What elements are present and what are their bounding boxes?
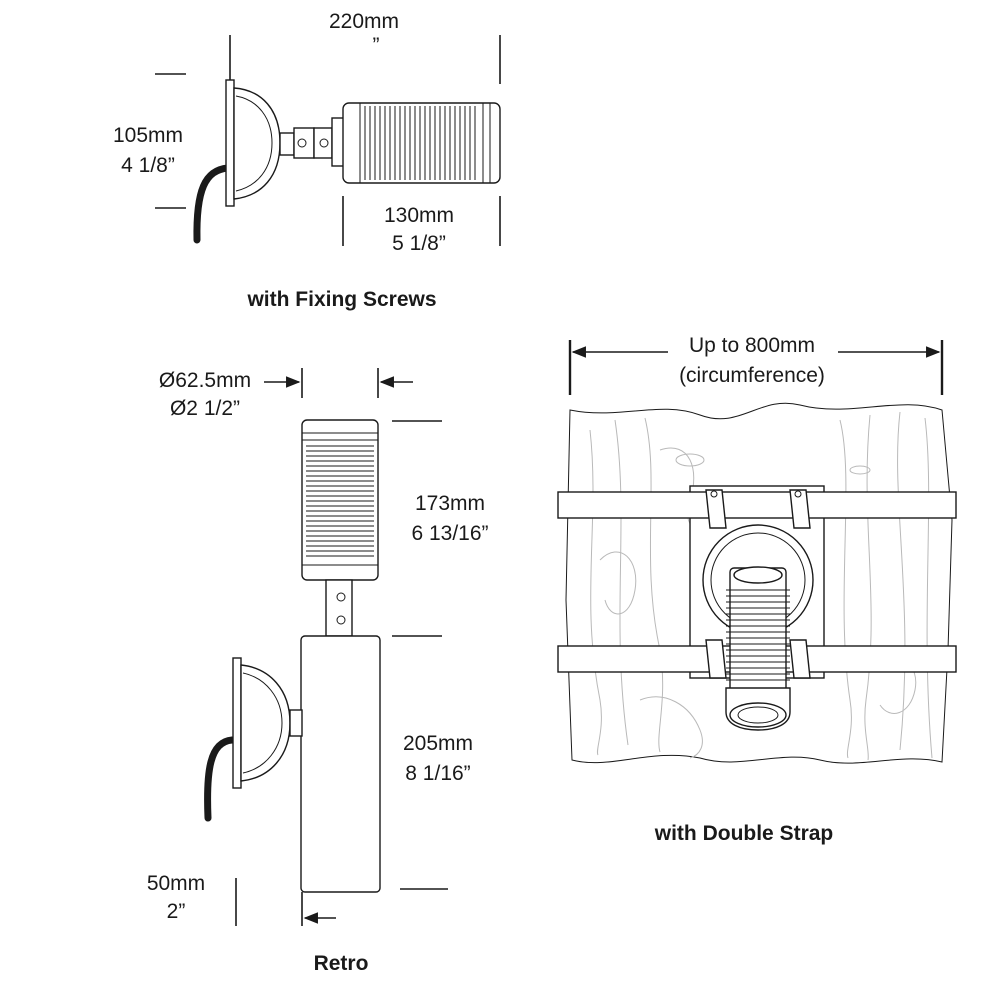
diameter-in-label: Ø2 1/2” xyxy=(170,397,240,420)
head-mm-label: 173mm xyxy=(415,492,485,515)
spotlight-retro-drawing xyxy=(204,419,381,893)
fixing-screws-caption: with Fixing Screws xyxy=(246,288,436,311)
height-in-label: 4 1/8” xyxy=(121,154,175,177)
retro-view: Ø62.5mm Ø2 1/2” 173mm 6 13/16” 205mm 8 1… xyxy=(147,368,489,975)
double-strap-caption: with Double Strap xyxy=(654,822,834,845)
box-in-label: 8 1/16” xyxy=(405,762,470,785)
offset-mm-label: 50mm xyxy=(147,872,205,895)
circumference-note-label: (circumference) xyxy=(679,364,825,387)
length-in-label: 5 1/8” xyxy=(392,232,446,255)
box-mm-label: 205mm xyxy=(403,732,473,755)
retro-caption: Retro xyxy=(314,952,369,975)
fixing-screws-view: 220mm ” 105mm 4 1/8” 130mm 5 1/8” xyxy=(113,10,501,311)
height-mm-label: 105mm xyxy=(113,124,183,147)
cable-icon xyxy=(193,164,232,244)
offset-in-label: 2” xyxy=(167,900,186,923)
circumference-mm-label: Up to 800mm xyxy=(689,334,815,357)
spotlight-double-strap-drawing xyxy=(557,485,957,731)
diameter-mm-label: Ø62.5mm xyxy=(159,369,251,392)
retro-cable-icon xyxy=(204,736,236,822)
width-in-label: ” xyxy=(373,34,380,57)
head-in-label: 6 13/16” xyxy=(411,522,488,545)
double-strap-view: Up to 800mm (circumference) xyxy=(557,334,957,845)
length-mm-label: 130mm xyxy=(384,204,454,227)
width-mm-label: 220mm xyxy=(329,10,399,33)
spotlight-fixing-screws-drawing xyxy=(193,79,501,244)
